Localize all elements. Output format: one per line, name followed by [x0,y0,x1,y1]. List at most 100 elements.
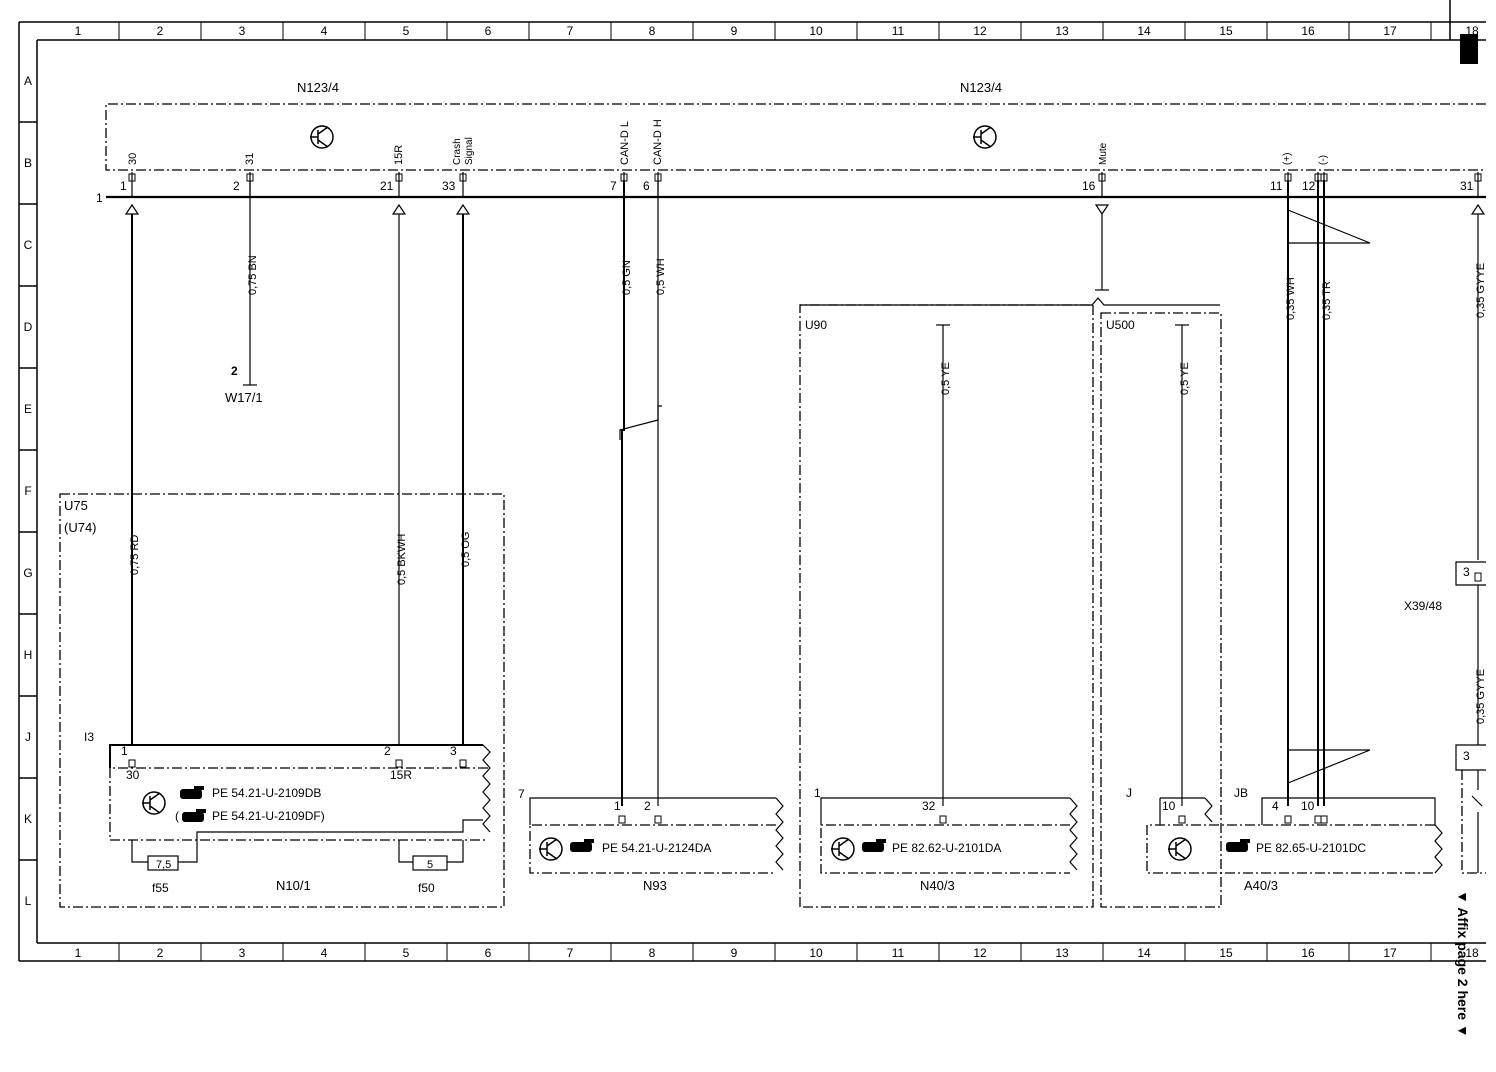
row-label: A [24,74,32,88]
pin-contact [459,759,467,768]
column-label: 8 [649,946,656,960]
pin-30-name: 30 [127,153,139,165]
column-label: 6 [485,24,492,38]
n93-pin-1: 1 [614,799,621,813]
column-label: 18 [1465,24,1479,38]
column-label: 6 [485,946,492,960]
a40-j-label: J [1126,786,1132,800]
n10-ref-a: PE 54.21-U-2109DB [212,786,321,800]
u500-label: U500 [1106,318,1135,332]
column-label: 11 [892,24,905,38]
wires [124,180,1486,806]
row-label: D [24,320,33,334]
u74-label: (U74) [64,520,97,535]
w17-label: W17/1 [225,390,263,405]
a40-3-label: A40/3 [1244,878,1278,893]
row-label: H [24,648,33,662]
column-label: 14 [1137,946,1151,960]
wire-label-rd: 0,75 RD [129,535,141,575]
n40-pin-32: 32 [922,799,936,813]
wire-label-bkwh: 0,5 BKWH [396,534,408,585]
u500-pin-10: 10 [1162,799,1176,813]
affix-page-note: ▼ Affix page 2 here ▼ [1455,890,1471,1038]
reference-hand-icon [180,786,204,799]
column-label: 16 [1301,24,1315,38]
f55-value: 7,5 [156,859,171,871]
column-label: 12 [973,24,987,38]
column-label: 16 [1301,946,1315,960]
wire-label-wh35: 0,35 WH [1285,277,1297,320]
jb-label: JB [1234,786,1248,800]
n93-pin-2: 2 [644,799,651,813]
row-label: C [24,238,33,252]
n40-conn-label: 1 [814,786,821,800]
wire-label-wh: 0,5 WH [655,258,667,295]
pin-contact [1320,815,1328,824]
column-label: 7 [567,946,574,960]
pin-31-name: 31 [244,153,256,165]
pin-contact [395,759,403,768]
n93-label: N93 [643,878,667,893]
bus-label: 1 [96,191,103,205]
u90-box: U90 1 32 PE 82.62-U-2101DA N40/3 [799,297,1220,908]
column-label: 3 [239,946,246,960]
u75-box: U75 (U74) I3 1 2 3 30 15R PE 54.21-U-210… [59,493,505,908]
n10-ref-b: ( [175,809,179,823]
a40-pin-4: 4 [1272,799,1279,813]
top-pins: 30 1 31 2 15R 21 Crash Signal 33 CAN-D L… [120,119,1474,193]
pin-contact [1098,173,1106,182]
column-label: 10 [809,946,823,960]
transistor-icon [831,837,855,861]
pin-7-num: 7 [610,179,617,193]
u75-label: U75 [64,498,88,513]
column-label: 13 [1055,24,1069,38]
reference-hand-icon [570,839,594,852]
column-label: 10 [809,24,823,38]
wire-label-tr35: 0,35 TR [1321,281,1333,320]
column-label: 2 [157,946,164,960]
n40-3-label: N40/3 [920,878,955,893]
column-label: 13 [1055,946,1069,960]
wire-label-gn: 0,5 GN [621,260,633,295]
transistor-icon [973,125,997,149]
can-l-name: CAN-D L [619,121,631,165]
pin-contact [1178,815,1186,824]
n10-label-30: 30 [126,768,140,782]
pin-2-num: 2 [233,179,240,193]
column-label: 12 [973,946,987,960]
n10-1-label: N10/1 [276,878,311,893]
wire-label-gyye-2: 0,35 GYYE [1475,669,1487,724]
column-label: 4 [321,24,328,38]
column-label: 1 [75,24,82,38]
u500-box: U500 J 10 JB 4 10 PE 82.65-U-2101DC A40/… [1100,312,1443,908]
wire-labels: 0,75 BN 0,75 RD 0,5 BKWH 0,5 OG 0,5 GN 0… [129,255,1487,724]
n10-ref-c: PE 54.21-U-2109DF) [212,809,325,823]
pin-contact [128,759,136,768]
x39-48-connector: 3 X39/48 3 [1404,561,1486,874]
transistor-icon [310,125,334,149]
column-label: 1 [75,946,82,960]
crash-label-1: Crash [452,138,463,165]
column-label: 15 [1219,24,1233,38]
x39-pin-top: 3 [1463,565,1470,579]
n93-box: 7 1 2 PE 54.21-U-2124DA N93 [518,787,784,893]
wire-label-bn: 0,75 BN [247,255,259,295]
minus-name: (-) [1318,155,1329,165]
transistor-icon [1168,837,1192,861]
plus-name: (+) [1282,153,1293,166]
pin-contact [939,815,947,824]
row-label: F [24,484,31,498]
n40-ref: PE 82.62-U-2101DA [892,841,1001,855]
crash-label-2: Signal [464,137,475,165]
row-label: E [24,402,32,416]
can-h-name: CAN-D H [652,119,664,165]
n123-4-label-left: N123/4 [297,80,339,95]
mute-name: Mute [1098,142,1109,165]
wire-label-ye-1: 0,5 YE [940,362,952,395]
a40-ref: PE 82.65-U-2101DC [1256,841,1366,855]
column-label: 11 [892,946,905,960]
column-label: 14 [1137,24,1151,38]
column-label: 7 [567,24,574,38]
